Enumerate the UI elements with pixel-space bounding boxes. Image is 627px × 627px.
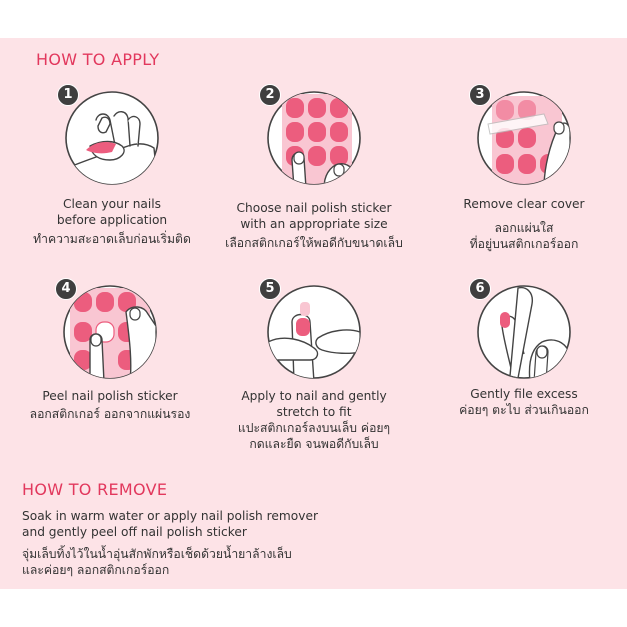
step-caption-th: ลอกสติกเกอร์ ออกจากแผ่นรอง	[29, 407, 191, 421]
step-badge: 6	[469, 278, 491, 300]
step-3: 3 Remove clear cover ลอกแผ่นใส ที่อยู่บน…	[424, 84, 624, 252]
step-badge: 3	[469, 84, 491, 106]
apply-stretch-icon: 5	[259, 278, 364, 382]
step-caption-th: แปะสติกเกอร์ลงบนเล็บ ค่อยๆ กดและยืด จนพอ…	[237, 421, 391, 451]
step-caption-en: Remove clear cover	[463, 197, 585, 211]
step-caption-th: ลอกแผ่นใส ที่อยู่บนสติกเกอร์ออก	[469, 221, 579, 251]
step-caption-en: Apply to nail and gently stretch to fit	[241, 389, 387, 419]
step-badge: 2	[259, 84, 281, 106]
step-badge: 1	[57, 84, 79, 106]
step-2: 2 Choose nail polish sticker with an app…	[214, 84, 414, 251]
how-to-apply-title: HOW TO APPLY	[36, 50, 160, 69]
step-caption-en: Gently file excess	[470, 387, 578, 401]
file-excess-icon: 6	[469, 278, 574, 382]
clean-nail-icon: 1	[57, 84, 162, 188]
step-caption-th: ค่อยๆ ตะไบ ส่วนเกินออก	[459, 403, 589, 417]
step-badge: 4	[55, 278, 77, 300]
how-to-remove-title: HOW TO REMOVE	[22, 480, 168, 499]
step-caption-en: Clean your nails before application	[56, 197, 168, 227]
remove-instructions-th: จุ่มเล็บทิ้งไว้ในน้ำอุ่นสักพักหรือเช็ดด้…	[22, 547, 292, 577]
remove-cover-icon: 3	[469, 84, 574, 188]
step-badge: 5	[259, 278, 281, 300]
peel-sticker-icon: 4	[55, 278, 160, 382]
step-caption-th: เลือกสติกเกอร์ให้พอดีกับขนาดเล็บ	[225, 236, 403, 250]
step-caption-th: ทำความสะอาดเล็บก่อนเริ่มติด	[33, 232, 191, 246]
step-1: 1 Clean your nails before application ทำ…	[12, 84, 212, 247]
step-4: 4 Peel nail polish sticker ลอกสติกเกอร์ …	[10, 278, 210, 422]
remove-instructions-en: Soak in warm water or apply nail polish …	[22, 509, 318, 539]
step-6: 6 Gently file excess ค่อยๆ ตะไบ ส่วนเกิน…	[424, 278, 624, 418]
step-caption-en: Peel nail polish sticker	[42, 389, 178, 403]
step-5: 5 Apply to nail and gently stretch to fi…	[214, 278, 414, 452]
sticker-sheet-icon: 2	[259, 84, 364, 188]
step-caption-en: Choose nail polish sticker with an appro…	[236, 201, 392, 231]
